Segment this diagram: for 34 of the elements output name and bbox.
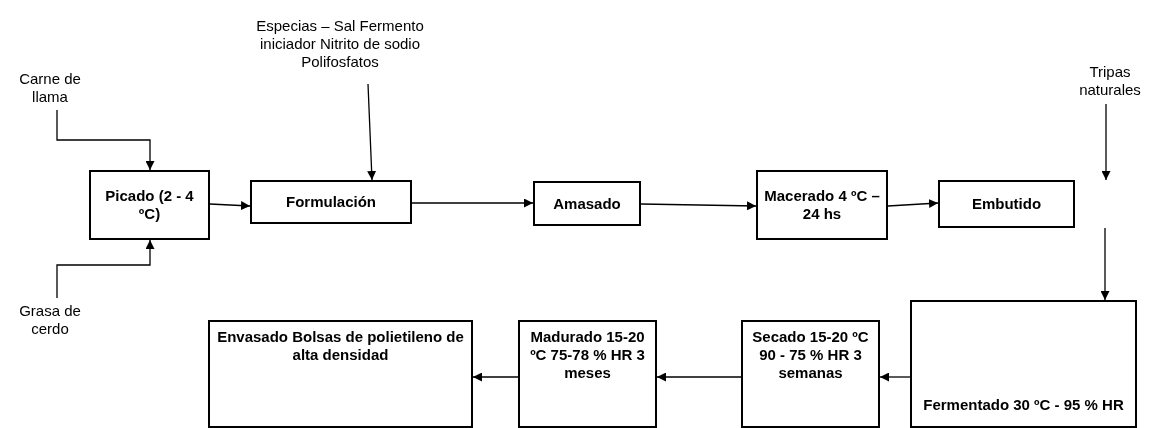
input-label: Carne de llama [18, 70, 82, 106]
arrow [1100, 227, 1110, 301]
arrow [411, 198, 534, 208]
arrow [472, 372, 519, 382]
arrow [640, 201, 757, 211]
arrow [879, 372, 911, 382]
process-label: Secado 15-20 ºC 90 - 75 % HR 3 semanas [751, 328, 870, 382]
process-label: Envasado Bolsas de polietileno de alta densidad [216, 328, 465, 364]
process-box [518, 320, 657, 428]
process-box [741, 320, 880, 428]
process-box [756, 170, 888, 240]
process-box [938, 180, 1075, 228]
arrow [56, 109, 155, 171]
arrow [56, 239, 155, 299]
process-box [910, 300, 1137, 428]
arrow [656, 372, 742, 382]
arrow [209, 201, 251, 211]
process-label: Embutido [971, 195, 1042, 213]
ingredients-label: Especias – Sal Fermento iniciador Nitrito de sodio Polifosfatos [255, 17, 425, 71]
process-label: Macerado 4 ºC – 24 hs [763, 187, 881, 223]
process-label: Picado (2 - 4 ºC) [104, 187, 195, 223]
process-label: Amasado [553, 194, 621, 213]
arrow [367, 83, 377, 181]
arrow [887, 199, 939, 209]
input-label: Tripas naturales [1078, 63, 1142, 99]
input-label: Grasa de cerdo [18, 302, 82, 338]
arrow [1101, 103, 1111, 181]
process-label: Madurado 15-20 ºC 75-78 % HR 3 meses [529, 328, 646, 382]
process-box [533, 181, 641, 226]
process-label: Fermentado 30 ºC - 95 % HR [923, 396, 1124, 414]
process-box [208, 320, 473, 428]
process-box [250, 180, 412, 224]
process-box [89, 170, 210, 240]
process-label: Formulación [286, 193, 376, 211]
